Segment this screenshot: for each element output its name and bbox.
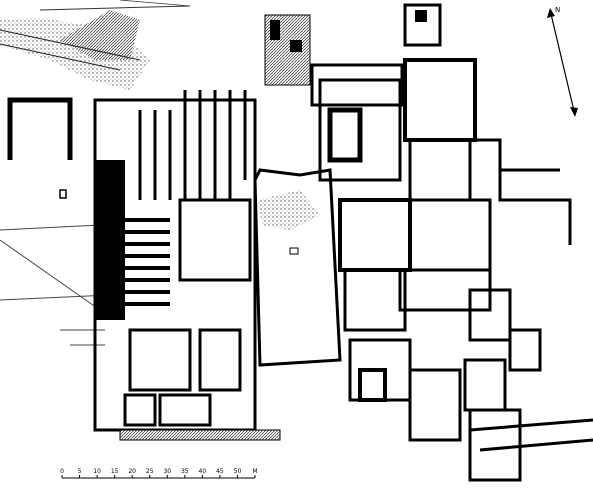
scale-bar-tick-label: 35 — [181, 468, 189, 475]
scale-bar-tick-label: 50 — [234, 468, 242, 475]
scale-bar-tick-label: 5 — [78, 468, 82, 475]
se-buildings — [463, 328, 593, 482]
north-arrow-icon: N — [547, 6, 578, 117]
scale-bar-tick-label: 15 — [111, 468, 119, 475]
west-wing — [93, 90, 281, 441]
west-court — [0, 224, 111, 346]
north-entrance — [264, 14, 404, 107]
scale-bar-tick-label: 0 — [60, 468, 64, 475]
north-arrow-label: N — [555, 6, 560, 14]
scale-bar-tick-label: 30 — [163, 468, 171, 475]
scale-bar-tick-label: 20 — [128, 468, 136, 475]
scale-bar-tick-label: 10 — [93, 468, 101, 475]
ne-buildings — [403, 3, 442, 47]
scale-bar: 0 5 10 15 20 25 30 35 40 45 50 M — [60, 468, 258, 479]
scale-bar-tick-label: 40 — [199, 468, 207, 475]
east-wing — [318, 58, 572, 442]
west-annex — [7, 97, 73, 199]
scale-bar-tick-label: 25 — [146, 468, 154, 475]
scale-bar-tick-label: M — [252, 468, 257, 475]
central-court — [253, 168, 342, 367]
scale-bar-tick-label: 45 — [216, 468, 224, 475]
nw-terrain — [0, 0, 191, 90]
